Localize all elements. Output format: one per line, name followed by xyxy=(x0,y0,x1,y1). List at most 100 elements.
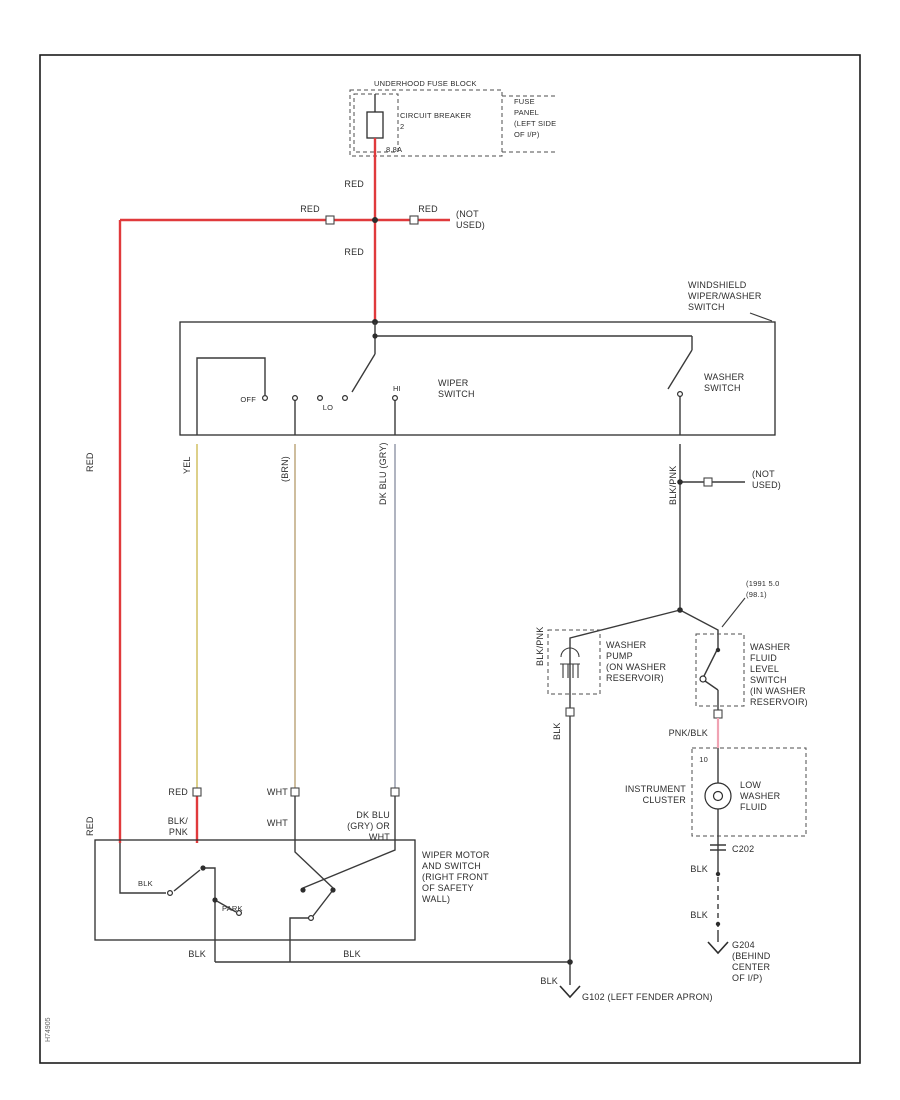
switch-contact xyxy=(292,395,299,402)
washer-circuit: BLK/PNK (NOT USED) (1991 5.0 (98.1) WASH… xyxy=(535,444,808,962)
switch-contact xyxy=(392,395,399,402)
park-label: PARK xyxy=(222,904,243,913)
splice-dot xyxy=(212,897,218,903)
washer-switch-label: WASHER xyxy=(704,372,745,382)
motor-label: AND SWITCH xyxy=(422,861,481,871)
position-hi: HI xyxy=(393,384,401,393)
switch-box-title: WINDSHIELD xyxy=(688,280,747,290)
not-used-note: (NOT xyxy=(752,469,775,479)
ground-label-g102: G102 (LEFT FENDER APRON) xyxy=(582,992,713,1002)
instrument-cluster: PNK/BLK 10 INSTRUMENT CLUSTER LOW WASHER… xyxy=(625,718,807,983)
motor-contact xyxy=(308,914,315,921)
cluster-wiring xyxy=(710,748,726,942)
wire-label-pnk-blk: PNK/BLK xyxy=(669,728,708,738)
wire-label-red-lower: RED xyxy=(168,787,188,797)
circuit-breaker-icon xyxy=(366,111,384,139)
title-leader-line xyxy=(749,312,773,322)
breaker-compartment-box xyxy=(353,93,399,153)
switch-output-wires: YEL (BRN) DK BLU (GRY) RED BLK/ PNK WHT … xyxy=(168,442,400,842)
wire-label-wht: WHT xyxy=(267,818,288,828)
position-off: OFF xyxy=(240,395,256,404)
wire-label-red-vertical: RED xyxy=(85,816,95,836)
fluid-switch-label: RESERVOIR) xyxy=(750,697,808,707)
motor-contact xyxy=(167,889,174,896)
wire-label-blk: BLK xyxy=(188,949,206,959)
wiper-motor-box xyxy=(94,839,416,941)
inline-connector xyxy=(390,787,400,797)
fuse-panel-label: (LEFT SIDE xyxy=(514,119,556,128)
wiper-motor: BLK PARK WIPER MOTOR AND SWITCH (RIGHT F… xyxy=(94,796,713,1002)
washer-pump-icon xyxy=(560,647,580,678)
fluid-switch-label: LEVEL xyxy=(750,664,779,674)
splice-dot xyxy=(330,887,336,893)
fluid-switch-label: FLUID xyxy=(750,653,777,663)
ground-symbol-g204 xyxy=(707,941,729,955)
splice-dot xyxy=(715,921,721,927)
float-contact xyxy=(699,675,707,683)
washer-pump-label: (ON WASHER xyxy=(606,662,666,672)
bulb-filament xyxy=(712,790,724,802)
switch-box xyxy=(179,321,776,436)
switch-pivot-dot xyxy=(715,647,721,653)
fluid-switch-label: WASHER xyxy=(750,642,791,652)
inline-connector xyxy=(409,215,419,225)
wire-label-dk-blu-lower: WHT xyxy=(369,832,390,842)
switch-contact xyxy=(262,395,269,402)
ground-label-g204: (BEHIND xyxy=(732,951,771,961)
not-used-note: USED) xyxy=(752,480,781,490)
wire-label-wht: WHT xyxy=(267,787,288,797)
bulb-label: FLUID xyxy=(740,802,767,812)
fuse-panel-label: OF I/P) xyxy=(514,130,540,139)
wire-label-red-vertical: RED xyxy=(85,452,95,472)
wiper-switch-label: SWITCH xyxy=(438,389,475,399)
wire-label-dk-blu-lower: (GRY) OR xyxy=(347,821,390,831)
splice-dot xyxy=(567,959,573,965)
fuse-block-box xyxy=(349,89,503,157)
breaker-amps: 8.8A xyxy=(386,145,402,154)
wiper-washer-switch: WINDSHIELD WIPER/WASHER SWITCH OFF LO HI… xyxy=(179,280,776,436)
wire-label-red: RED xyxy=(300,204,320,214)
inline-connector xyxy=(192,787,202,797)
circuit-breaker-number: 2 xyxy=(400,122,404,131)
wire-label-red: RED xyxy=(418,204,438,214)
red-wire xyxy=(118,138,450,843)
washer-pump-label: WASHER xyxy=(606,640,647,650)
motor-label: WALL) xyxy=(422,894,450,904)
washer-switch-contact xyxy=(676,391,683,398)
splice-dot xyxy=(372,217,378,223)
position-lo: LO xyxy=(323,403,333,412)
splice-dot xyxy=(677,479,683,485)
wire-label-blk: BLK xyxy=(138,879,153,888)
connector-c202: C202 xyxy=(732,844,754,854)
wire-label-blk-pnk: BLK/PNK xyxy=(535,627,545,666)
ground-label-g204: CENTER xyxy=(732,962,771,972)
switch-contact xyxy=(342,395,349,402)
inline-connector xyxy=(565,707,575,717)
inline-connector xyxy=(325,215,335,225)
wire-label-blk: BLK xyxy=(690,864,708,874)
wire-label-dk-blu: DK BLU (GRY) xyxy=(378,442,388,505)
fluid-level-switch-box xyxy=(695,633,745,707)
motor-label: WIPER MOTOR xyxy=(422,850,490,860)
washer-pump-label: RESERVOIR) xyxy=(606,673,664,683)
inline-connector xyxy=(703,477,713,487)
bulb-label: LOW xyxy=(740,780,761,790)
wire-label-blk: BLK xyxy=(540,976,558,986)
inline-connector xyxy=(713,709,723,719)
wire-label-blk: BLK xyxy=(343,949,361,959)
splice-dot xyxy=(677,607,683,613)
red-feed-wires: RED RED RED RED (NOT USED) RED RED xyxy=(85,138,485,843)
motor-label: OF SAFETY xyxy=(422,883,474,893)
circuit-breaker-label: CIRCUIT BREAKER xyxy=(400,111,472,120)
ground-label-g204: OF I/P) xyxy=(732,973,762,983)
motor-wiring xyxy=(119,796,571,985)
wire-label-blk: BLK xyxy=(552,722,562,740)
ground-label-g204: G204 xyxy=(732,940,755,950)
fluid-switch-label: SWITCH xyxy=(750,675,787,685)
wire-label-blk-pnk: PNK xyxy=(169,827,188,837)
fuse-block: UNDERHOOD FUSE BLOCK CIRCUIT BREAKER 2 8… xyxy=(349,79,556,157)
wire-label-dk-blu-lower: DK BLU xyxy=(356,810,390,820)
washer-wiring xyxy=(569,444,745,962)
